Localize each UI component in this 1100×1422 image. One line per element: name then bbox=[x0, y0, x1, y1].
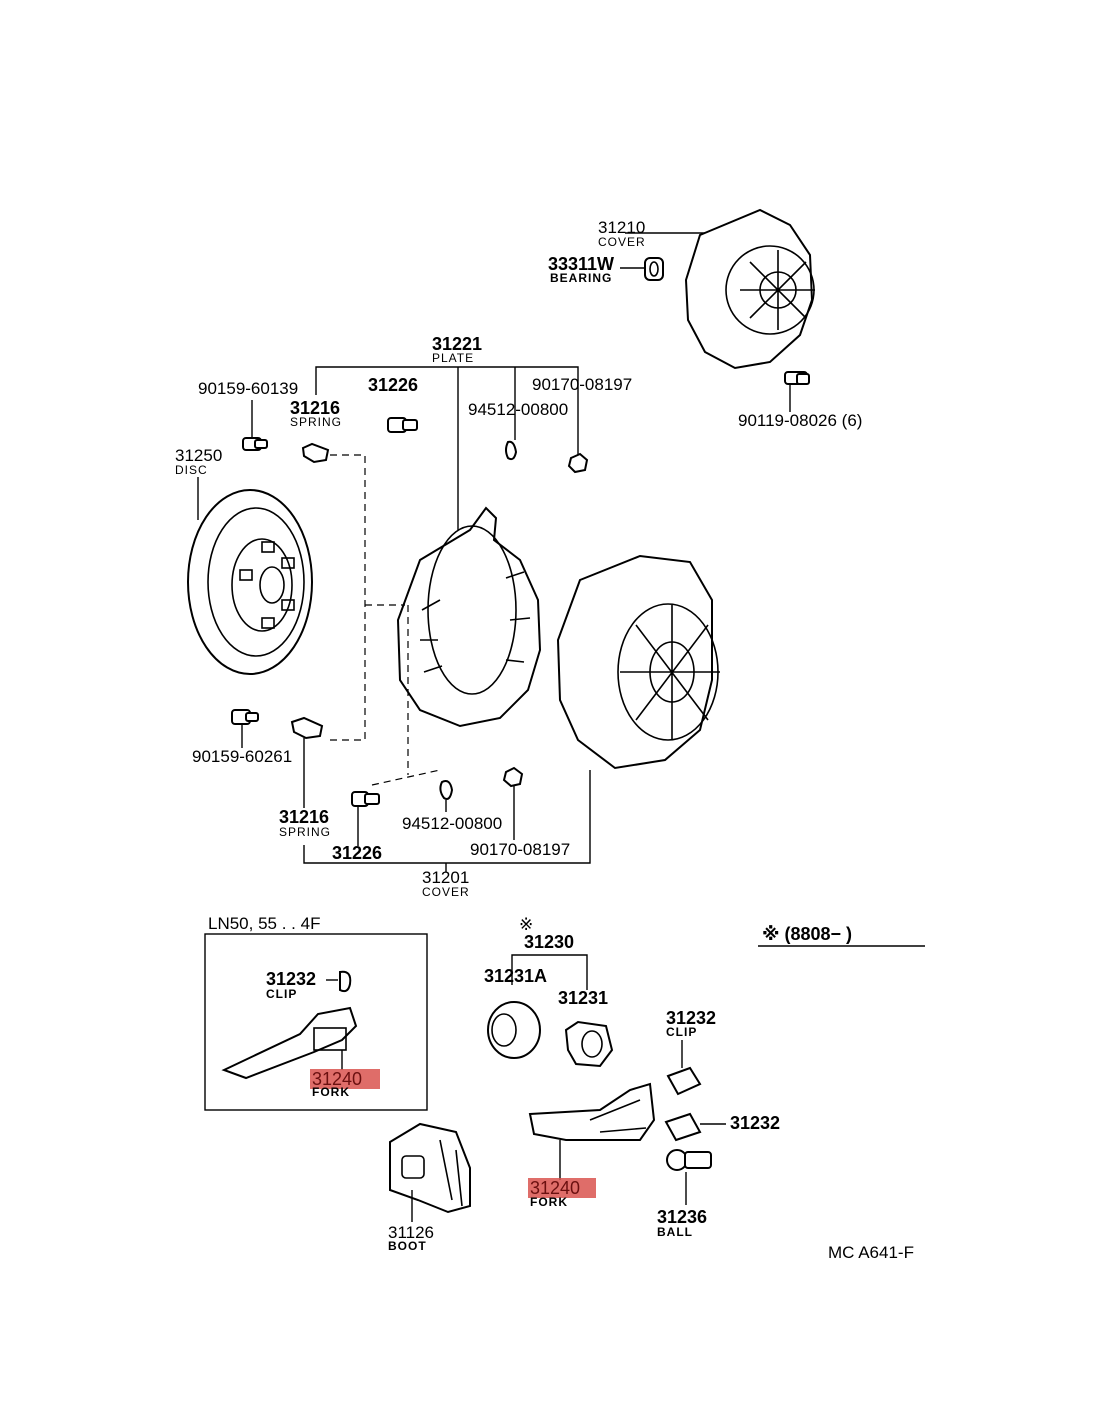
label-bearing-31231a: 31231A bbox=[484, 966, 547, 986]
bolt-90119-drawing[interactable] bbox=[784, 371, 810, 385]
label-disc-31250-number: 31250 bbox=[175, 446, 222, 465]
label-clip-31232-lower: 31232 bbox=[730, 1113, 780, 1133]
spring-31216-top-drawing[interactable] bbox=[301, 442, 330, 464]
label-nut-90170-bottom: 90170-08197 bbox=[470, 840, 570, 859]
clip-31232-upper-drawing[interactable] bbox=[666, 1066, 702, 1096]
pin-94512-top-drawing[interactable] bbox=[505, 440, 518, 461]
label-ball-31236-number: 31236 bbox=[657, 1207, 707, 1227]
label-bolt-90159-60261: 90159-60261 bbox=[192, 747, 292, 766]
label-spring-31216-bottom-number: 31216 bbox=[279, 807, 329, 827]
plate-31221-drawing[interactable] bbox=[396, 506, 542, 728]
label-spring-31216-top-number: 31216 bbox=[290, 398, 340, 418]
label-spring-31216-bottom-name: SPRING bbox=[279, 825, 331, 839]
label-bolt-90159-60139: 90159-60139 bbox=[198, 379, 298, 398]
label-pin-94512-bottom: 94512-00800 bbox=[402, 814, 502, 833]
label-clip-31232-inset-name: CLIP bbox=[266, 987, 297, 1001]
label-disc-31250-name: DISC bbox=[175, 463, 208, 477]
label-bolt-31226-top: 31226 bbox=[368, 375, 418, 395]
bolt-90159-60139-drawing[interactable] bbox=[242, 437, 268, 451]
nut-90170-top-drawing[interactable] bbox=[567, 452, 589, 474]
label-boot-31126-number: 31126 bbox=[388, 1223, 434, 1242]
label-bearing-33311w-name: BEARING bbox=[550, 271, 612, 285]
spring-31216-bottom-drawing[interactable] bbox=[290, 716, 324, 740]
bearing-33311w-drawing[interactable] bbox=[644, 257, 664, 281]
label-plate-31221-number: 31221 bbox=[432, 334, 482, 354]
boot-31126-drawing[interactable] bbox=[389, 1122, 471, 1214]
label-nut-90170-top: 90170-08197 bbox=[532, 375, 632, 394]
cover-31201-drawing[interactable] bbox=[556, 554, 720, 770]
label-bearing-33311w-number: 33311W bbox=[548, 254, 614, 274]
label-cover-31210-number: 31210 bbox=[598, 218, 645, 237]
label-bearing-asm-mark: ※ bbox=[519, 915, 533, 934]
inset-box bbox=[204, 933, 428, 1111]
label-ball-31236-name: BALL bbox=[657, 1225, 693, 1239]
label-boot-31126-name: BOOT bbox=[388, 1239, 427, 1253]
nut-90170-bottom-drawing[interactable] bbox=[502, 766, 524, 788]
bearing-31231a-drawing[interactable] bbox=[487, 1001, 541, 1059]
drawing-code: MC A641-F bbox=[828, 1243, 914, 1262]
disc-31250-drawing[interactable] bbox=[187, 489, 313, 675]
label-fork-31240-main-name: FORK bbox=[530, 1195, 568, 1209]
label-plate-31221-name: PLATE bbox=[432, 351, 474, 365]
inset-title: LN50, 55 . . 4F bbox=[208, 914, 320, 933]
clip-31232-inset-drawing[interactable] bbox=[339, 970, 352, 993]
clip-31232-lower-drawing[interactable] bbox=[664, 1112, 702, 1142]
hub-31231-drawing[interactable] bbox=[564, 1020, 614, 1068]
label-clip-31232-inset-number: 31232 bbox=[266, 969, 316, 989]
ball-31236-drawing[interactable] bbox=[666, 1149, 712, 1171]
label-cover-31201-number: 31201 bbox=[422, 868, 469, 887]
fork-31240-inset-drawing[interactable] bbox=[221, 1006, 358, 1080]
label-pin-94512-top: 94512-00800 bbox=[468, 400, 568, 419]
bolt-31226-top-drawing[interactable] bbox=[387, 417, 418, 433]
highlight-fork-31240-main bbox=[528, 1178, 596, 1198]
pin-94512-bottom-drawing[interactable] bbox=[439, 780, 454, 800]
label-bolt-31226-bottom: 31226 bbox=[332, 843, 382, 863]
label-fork-31240-main-number: 31240 bbox=[530, 1178, 580, 1198]
label-fork-31240-inset-name: FORK bbox=[312, 1085, 350, 1099]
bolt-90159-60261-drawing[interactable] bbox=[231, 709, 259, 725]
cover-31210-drawing[interactable] bbox=[684, 208, 815, 370]
label-cover-31201-name: COVER bbox=[422, 885, 470, 899]
label-fork-31240-inset-number: 31240 bbox=[312, 1069, 362, 1089]
highlight-fork-31240-inset bbox=[310, 1069, 380, 1089]
label-clip-31232-upper-name: CLIP bbox=[666, 1025, 697, 1039]
bolt-31226-bottom-drawing[interactable] bbox=[351, 791, 380, 807]
label-spring-31216-top-name: SPRING bbox=[290, 415, 342, 429]
label-bolt-90119: 90119-08026 (6) bbox=[738, 411, 862, 430]
fork-31240-main-drawing[interactable] bbox=[528, 1082, 656, 1141]
label-clip-31232-upper-number: 31232 bbox=[666, 1008, 716, 1028]
date-note: ※ (8808− ) bbox=[762, 924, 852, 944]
label-hub-31231: 31231 bbox=[558, 988, 608, 1008]
label-bearing-asm-31230: 31230 bbox=[524, 932, 574, 952]
label-cover-31210-name: COVER bbox=[598, 235, 646, 249]
